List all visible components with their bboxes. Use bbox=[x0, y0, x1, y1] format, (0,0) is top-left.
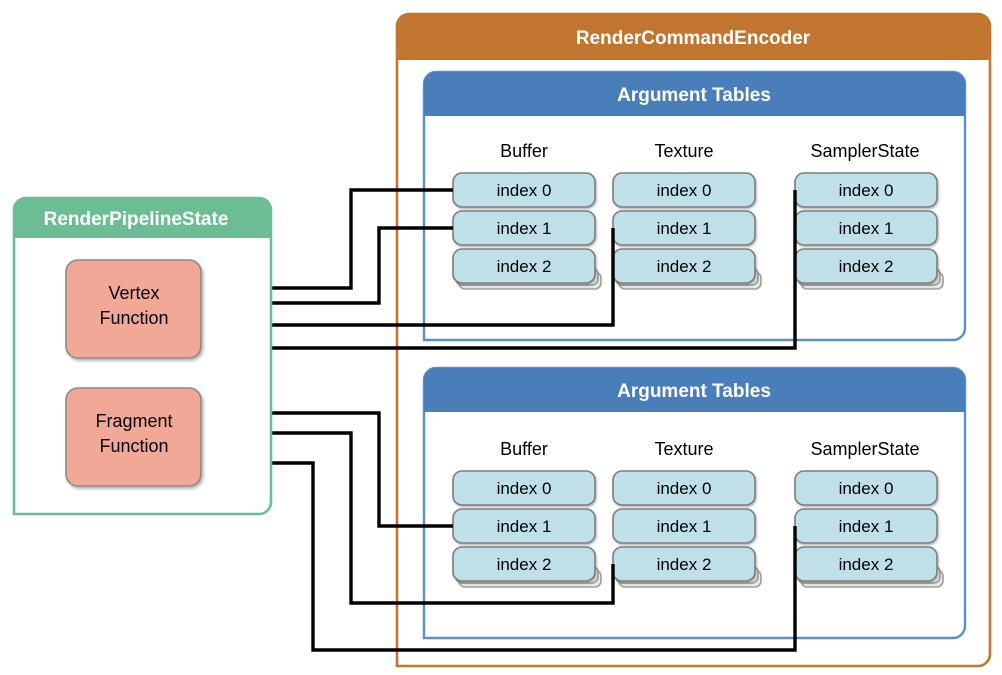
fragment-function-label-line2: Function bbox=[99, 436, 168, 456]
pill-label-texture-2: index 2 bbox=[657, 257, 712, 276]
argument-tables-fragment-panel: Argument Tables Buffer Texture SamplerSt… bbox=[422, 366, 967, 640]
table-column-buffer: index 0 index 1 index 2 bbox=[452, 172, 602, 290]
encoder-header-bar bbox=[397, 14, 990, 60]
render-pipeline-state-panel: RenderPipelineState Vertex Function Frag… bbox=[12, 196, 273, 516]
pill-label-texture-1: index 1 bbox=[657, 517, 712, 536]
pipeline-state-title: RenderPipelineState bbox=[44, 209, 229, 230]
connector-layer bbox=[200, 188, 797, 652]
pill-label-samplerstate-1: index 1 bbox=[839, 219, 894, 238]
pill-label-buffer-2: index 2 bbox=[497, 257, 552, 276]
pill-label-buffer-2: index 2 bbox=[497, 555, 552, 574]
argument-tables-fragment-title: Argument Tables bbox=[617, 381, 771, 402]
pill-label-texture-2: index 2 bbox=[657, 555, 712, 574]
pill-buffer-index-2[interactable] bbox=[452, 248, 596, 284]
argument-tables-vertex-title: Argument Tables bbox=[617, 85, 771, 106]
argument-tables-vertex-header-bar bbox=[424, 72, 965, 116]
fragment-function-box[interactable] bbox=[65, 387, 202, 487]
pill-label-texture-0: index 0 bbox=[657, 181, 712, 200]
argument-tables-vertex-panel: Argument Tables Buffer Texture SamplerSt… bbox=[422, 70, 967, 342]
pill-texture-index-0[interactable] bbox=[612, 470, 756, 506]
table-column-texture: index 0 index 1 index 2 bbox=[612, 172, 762, 290]
pill-texture-index-1[interactable] bbox=[612, 508, 756, 544]
pipeline-state-header-bar bbox=[14, 198, 271, 238]
connector-fragment-to-buffer-index-1 bbox=[200, 411, 453, 528]
pill-label-samplerstate-2: index 2 bbox=[839, 555, 894, 574]
pill-texture-index-0[interactable] bbox=[612, 172, 756, 208]
pill-buffer-index-0[interactable] bbox=[452, 470, 596, 506]
pill-label-texture-0: index 0 bbox=[657, 479, 712, 498]
pill-label-texture-1: index 1 bbox=[657, 219, 712, 238]
argument-tables-fragment-header-bar bbox=[424, 368, 965, 412]
pill-label-samplerstate-1: index 1 bbox=[839, 517, 894, 536]
column-header-buffer: Buffer bbox=[500, 439, 548, 459]
pill-label-buffer-0: index 0 bbox=[497, 479, 552, 498]
connector-vertex-to-buffer-index-1 bbox=[200, 226, 453, 305]
encoder-title: RenderCommandEncoder bbox=[576, 28, 811, 49]
column-header-samplerstate: SamplerState bbox=[810, 439, 919, 459]
connector-fragment-to-texture-index-2 bbox=[200, 431, 615, 605]
column-header-buffer: Buffer bbox=[500, 141, 548, 161]
pill-samplerstate-index-0[interactable] bbox=[794, 470, 938, 506]
pill-label-buffer-1: index 1 bbox=[497, 219, 552, 238]
fragment-function-label-line1: Fragment bbox=[95, 411, 172, 431]
vertex-function-label-line1: Vertex bbox=[108, 283, 159, 303]
pill-label-buffer-0: index 0 bbox=[497, 181, 552, 200]
vertex-function-label-line2: Function bbox=[99, 308, 168, 328]
vertex-function-box[interactable] bbox=[65, 259, 202, 359]
pill-label-samplerstate-0: index 0 bbox=[839, 479, 894, 498]
pill-buffer-index-2[interactable] bbox=[452, 546, 596, 582]
table-column-texture: index 0 index 1 index 2 bbox=[612, 470, 762, 588]
pill-label-samplerstate-0: index 0 bbox=[839, 181, 894, 200]
connector-fragment-to-samplerstate-index-1 bbox=[200, 461, 797, 652]
table-column-samplerstate: index 0 index 1 index 2 bbox=[794, 172, 944, 290]
pill-label-buffer-1: index 1 bbox=[497, 517, 552, 536]
connector-vertex-to-buffer-index-0 bbox=[200, 188, 453, 290]
column-header-samplerstate: SamplerState bbox=[810, 141, 919, 161]
table-column-samplerstate: index 0 index 1 index 2 bbox=[794, 470, 944, 588]
pill-label-samplerstate-2: index 2 bbox=[839, 257, 894, 276]
connector-vertex-to-texture-index-1 bbox=[200, 228, 615, 327]
connector-vertex-to-samplerstate-index-0 bbox=[200, 190, 797, 350]
table-column-buffer: index 0 index 1 index 2 bbox=[452, 470, 602, 588]
column-header-texture: Texture bbox=[654, 439, 713, 459]
column-header-texture: Texture bbox=[654, 141, 713, 161]
